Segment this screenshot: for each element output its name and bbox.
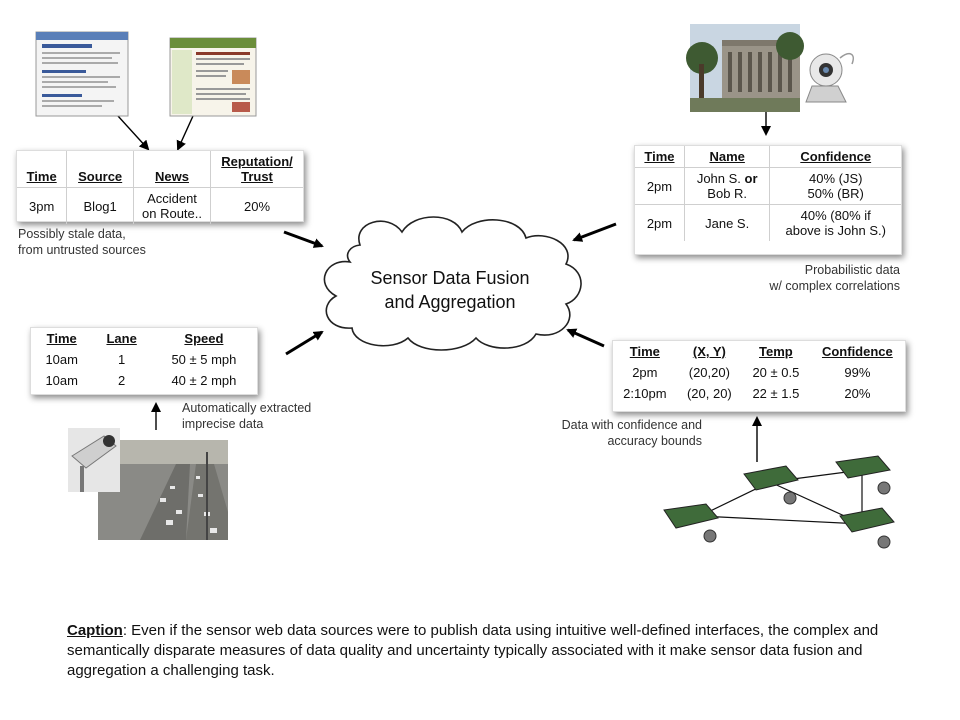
arrow-blog2 xyxy=(176,115,194,151)
cell: 50 ± 5 mph xyxy=(171,352,237,367)
fusion-cloud xyxy=(323,216,582,351)
cell: 22 ± 1.5 xyxy=(752,386,800,401)
news-note: Possibly stale data, from untrusted sour… xyxy=(18,226,146,258)
fusion-title-line1: Sensor Data Fusion xyxy=(370,268,530,288)
traffic-table-card: Time Lane Speed 10am 1 50 ± 5 mph 10am 2… xyxy=(30,327,258,395)
cell: 20% xyxy=(210,187,303,224)
cell: 40% (80% if above is John S.) xyxy=(769,204,901,241)
conf-b: 50% (BR) xyxy=(807,186,864,201)
conf-a: 40% (JS) xyxy=(808,171,863,186)
cell: Blog1 xyxy=(66,187,134,224)
traffic-note-line2: imprecise data xyxy=(182,417,264,431)
sensor-table: Time (X, Y) Temp Confidence 2pm (20,20) … xyxy=(613,341,905,404)
col-source: Source xyxy=(66,151,134,188)
cell: 2pm xyxy=(635,167,685,205)
table-row: 2pm John S. or Bob R. 40% (JS) 50% (BR) xyxy=(635,167,901,205)
blog-screenshot-1-icon xyxy=(35,31,129,117)
cell: 2pm xyxy=(632,365,658,380)
cell: 20% xyxy=(844,386,871,401)
col-time: Time xyxy=(17,151,67,188)
table-row: 2:10pm (20, 20) 22 ± 1.5 20% xyxy=(613,383,905,404)
cell: 99% xyxy=(844,365,871,380)
webcam-icon xyxy=(805,53,854,103)
arrow-sensor-to-cloud xyxy=(566,328,605,348)
table-row: 2pm Jane S. 40% (80% if above is John S.… xyxy=(635,204,901,241)
col-xy: (X, Y) xyxy=(692,344,726,359)
col-lane: Lane xyxy=(106,331,137,346)
sensor-note-line1: Data with confidence and xyxy=(561,418,702,432)
arrow-news-to-cloud xyxy=(283,230,324,248)
traffic-table: Time Lane Speed 10am 1 50 ± 5 mph 10am 2… xyxy=(31,328,257,391)
arrow-traffic-to-cloud xyxy=(285,330,324,356)
table-row: 3pm Blog1 Accident on Route.. 20% xyxy=(17,187,303,224)
cell: 10am xyxy=(45,373,78,388)
col-name: Name xyxy=(683,146,770,168)
sensor-note: Data with confidence and accuracy bounds xyxy=(532,417,702,449)
figure-caption: Caption: Even if the sensor web data sou… xyxy=(67,621,927,681)
traffic-camera-photo-icon xyxy=(68,428,228,540)
caption-text: : Even if the sensor web data sources we… xyxy=(67,622,879,679)
cell: 3pm xyxy=(28,198,55,214)
sensor-table-card: Time (X, Y) Temp Confidence 2pm (20,20) … xyxy=(612,340,906,412)
cell: 40% (JS) 50% (BR) xyxy=(769,167,901,205)
cell: Accident on Route.. xyxy=(133,187,211,224)
cell: 1 xyxy=(118,352,126,367)
col-time: Time xyxy=(629,344,660,359)
name-or: or xyxy=(744,171,758,186)
news-note-line2: from untrusted sources xyxy=(18,243,146,257)
arrow-person-to-cloud xyxy=(572,222,617,242)
cell: 2:10pm xyxy=(623,386,667,401)
traffic-note: Automatically extracted imprecise data xyxy=(182,400,311,432)
fusion-title: Sensor Data Fusion and Aggregation xyxy=(345,266,555,314)
name-b: Bob R. xyxy=(707,186,748,201)
news-table-card: Time Source News Reputation/ Trust 3pm B… xyxy=(16,150,304,224)
person-note: Probabilistic data w/ complex correlatio… xyxy=(700,262,900,294)
sensor-note-line2: accuracy bounds xyxy=(607,434,702,448)
cell: (20,20) xyxy=(688,365,730,380)
name-a: John S. xyxy=(696,171,741,186)
person-note-line1: Probabilistic data xyxy=(804,263,900,277)
col-speed: Speed xyxy=(184,331,224,346)
cell: 10am xyxy=(45,352,78,367)
traffic-note-line1: Automatically extracted xyxy=(182,401,312,415)
fusion-title-line2: and Aggregation xyxy=(384,292,516,312)
person-note-line2: w/ complex correlations xyxy=(769,279,900,293)
news-table: Time Source News Reputation/ Trust 3pm B… xyxy=(17,151,303,224)
col-news: News xyxy=(133,151,211,188)
sensor-node xyxy=(743,465,799,505)
cell: 2 xyxy=(118,373,126,388)
conf-b: above is John S.) xyxy=(785,223,886,238)
cell: 40 ± 2 mph xyxy=(171,373,237,388)
sensor-network-icon xyxy=(663,455,895,549)
caption-label: Caption xyxy=(67,622,123,639)
person-table: Time Name Confidence 2pm John S. or Bob … xyxy=(635,146,901,241)
cell: (20, 20) xyxy=(686,386,732,401)
cell: 20 ± 0.5 xyxy=(752,365,800,380)
col-reputation: Reputation/ Trust xyxy=(210,151,303,188)
col-temp: Temp xyxy=(759,344,793,359)
col-time: Time xyxy=(46,331,77,346)
table-row: 10am 2 40 ± 2 mph xyxy=(31,370,257,391)
cell: Jane S. xyxy=(683,204,770,241)
blog-screenshot-2-icon xyxy=(169,37,257,117)
col-confidence: Confidence xyxy=(821,344,893,359)
cell: 2pm xyxy=(646,215,673,231)
col-confidence: Confidence xyxy=(769,146,901,168)
table-row: 2pm (20,20) 20 ± 0.5 99% xyxy=(613,362,905,383)
news-note-line1: Possibly stale data, xyxy=(18,227,126,241)
col-time: Time xyxy=(635,146,685,168)
person-table-card: Time Name Confidence 2pm John S. or Bob … xyxy=(634,145,902,255)
arrow-blog1 xyxy=(117,115,150,151)
campus-photo-icon xyxy=(686,24,804,112)
table-row: 10am 1 50 ± 5 mph xyxy=(31,349,257,370)
conf-a: 40% (80% if xyxy=(800,208,871,223)
cell: John S. or Bob R. xyxy=(683,167,770,205)
